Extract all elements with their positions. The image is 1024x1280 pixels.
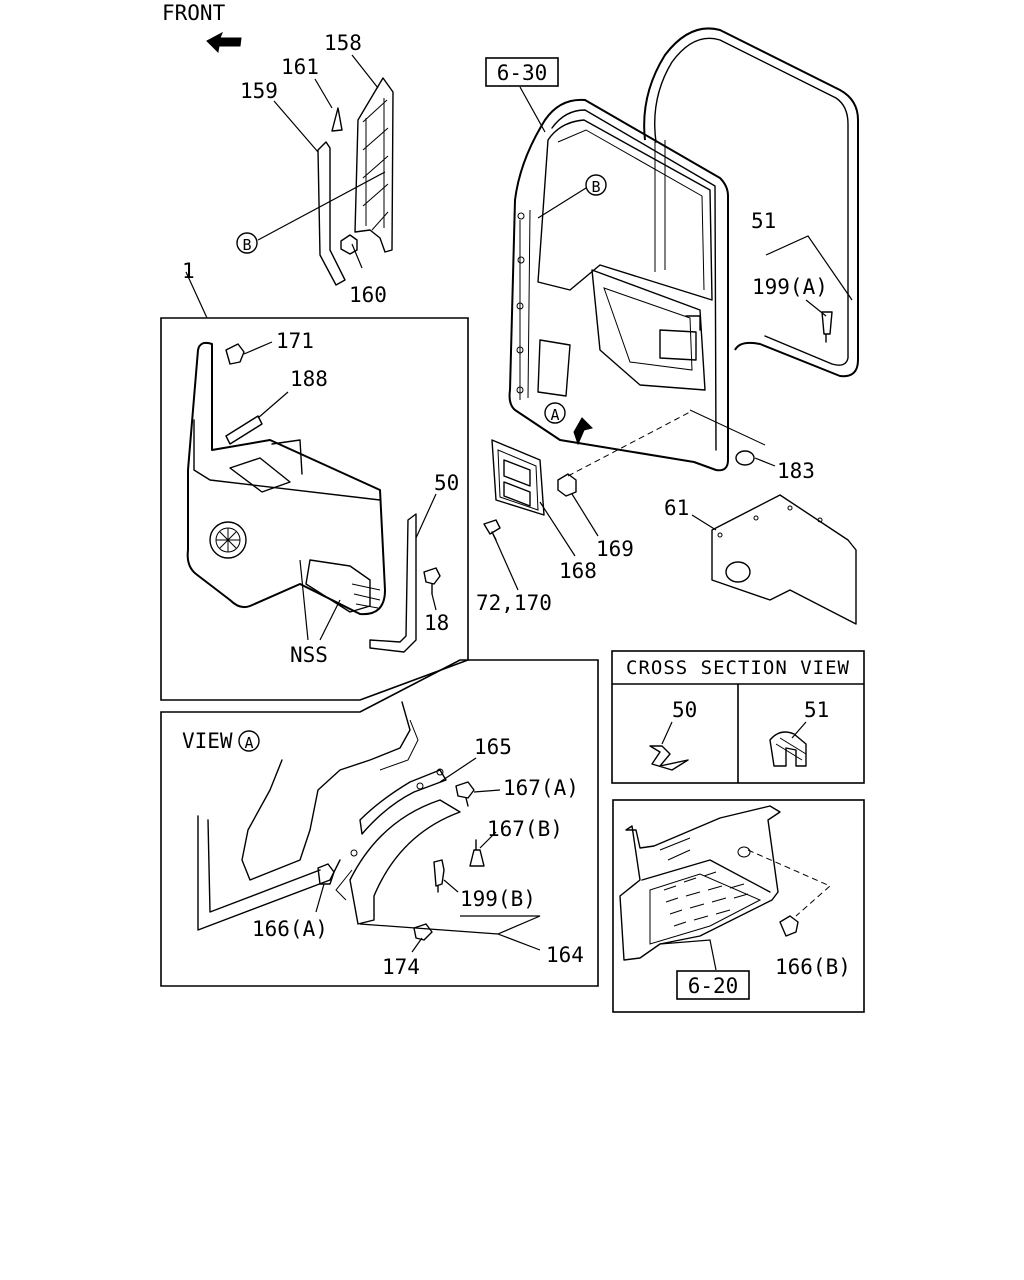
label-199b: 199(B) bbox=[460, 887, 536, 911]
clip-160 bbox=[340, 234, 358, 255]
cross-section-box: CROSS SECTION VIEW 50 51 bbox=[611, 650, 865, 784]
screw-174 bbox=[413, 923, 433, 941]
view-a-arrow-icon bbox=[573, 417, 593, 446]
label-166a: 166(A) bbox=[252, 917, 328, 941]
clip-166a bbox=[317, 863, 335, 885]
label-167a: 167(A) bbox=[503, 776, 579, 800]
label-169: 169 bbox=[596, 537, 634, 561]
plug-183: 183 bbox=[689, 409, 815, 483]
door-assembly: 6-30 A B bbox=[485, 57, 729, 472]
label-166b: 166(B) bbox=[775, 955, 851, 979]
label-168: 168 bbox=[559, 559, 597, 583]
weatherstrip-51: 51 199(A) bbox=[643, 27, 859, 378]
svg-text:A: A bbox=[550, 406, 559, 424]
view-a-box: VIEW A 166(A) 165 167(A) 167(B) 199(B) bbox=[160, 659, 599, 987]
section-50-profile bbox=[649, 745, 689, 771]
label-188: 188 bbox=[290, 367, 328, 391]
trim-panel-158 bbox=[354, 77, 394, 253]
trim-assembly-box: 1 171 188 50 18 NSS bbox=[160, 259, 469, 701]
marker-a-view bbox=[238, 730, 260, 752]
clip-169 bbox=[557, 473, 577, 497]
front-label: FRONT bbox=[162, 1, 226, 25]
marker-b-door bbox=[585, 174, 607, 196]
seal-50 bbox=[369, 513, 417, 653]
fastener-167b bbox=[469, 839, 485, 867]
svg-text:A: A bbox=[244, 734, 253, 752]
label-167b: 167(B) bbox=[487, 817, 563, 841]
svg-text:B: B bbox=[591, 178, 600, 196]
cross-section-label-50: 50 bbox=[672, 698, 697, 722]
label-nss: NSS bbox=[290, 643, 328, 667]
fastener-199a bbox=[821, 311, 833, 343]
label-160: 160 bbox=[349, 283, 387, 307]
handle-bezel-group: 169 168 72,170 bbox=[476, 411, 691, 615]
label-174: 174 bbox=[382, 955, 420, 979]
fastener-167a bbox=[455, 781, 475, 807]
label-61: 61 bbox=[664, 496, 689, 520]
speaker-grille-icon bbox=[209, 521, 247, 559]
wedge-161 bbox=[331, 107, 343, 132]
label-165: 165 bbox=[474, 735, 512, 759]
label-161: 161 bbox=[281, 55, 319, 79]
cross-section-title: CROSS SECTION VIEW bbox=[626, 657, 850, 679]
view-a-title: VIEW bbox=[182, 729, 233, 753]
strip-159 bbox=[317, 141, 346, 286]
screw-72-170 bbox=[483, 519, 501, 541]
step-box: 166(B) 6-20 bbox=[612, 799, 865, 1013]
label-50: 50 bbox=[434, 471, 459, 495]
ref-6-30-label: 6-30 bbox=[497, 61, 548, 85]
label-72-170: 72,170 bbox=[476, 591, 552, 615]
marker-a-door bbox=[544, 402, 566, 424]
marker-b-top bbox=[236, 232, 258, 254]
front-arrow-icon bbox=[206, 31, 242, 54]
label-158: 158 bbox=[324, 31, 362, 55]
cross-section-label-51: 51 bbox=[804, 698, 829, 722]
ref-box-6-30 bbox=[485, 57, 559, 87]
label-18: 18 bbox=[424, 611, 449, 635]
pad-188 bbox=[225, 415, 263, 445]
door-panel bbox=[508, 98, 729, 472]
pillar-trim-group: 158 161 159 160 B bbox=[236, 31, 394, 307]
bezel-168 bbox=[491, 439, 545, 516]
label-183: 183 bbox=[777, 459, 815, 483]
ref-6-20-label: 6-20 bbox=[688, 974, 739, 998]
front-indicator: FRONT bbox=[162, 1, 242, 54]
sheet-61: 61 bbox=[664, 494, 857, 625]
arch-molding-164 bbox=[349, 799, 461, 925]
fastener-18 bbox=[423, 567, 441, 595]
svg-text:B: B bbox=[242, 236, 251, 254]
label-1: 1 bbox=[182, 259, 195, 283]
door-window-opening bbox=[537, 119, 713, 301]
fastener-166b bbox=[779, 915, 799, 937]
label-171: 171 bbox=[276, 329, 314, 353]
label-164: 164 bbox=[546, 943, 584, 967]
fastener-199b bbox=[433, 859, 445, 893]
label-51: 51 bbox=[751, 209, 776, 233]
ref-box-6-20 bbox=[676, 970, 750, 1000]
label-199a: 199(A) bbox=[752, 275, 828, 299]
section-51-profile bbox=[769, 731, 807, 767]
label-159: 159 bbox=[240, 79, 278, 103]
step-body bbox=[619, 805, 781, 961]
clip-171 bbox=[225, 343, 245, 365]
